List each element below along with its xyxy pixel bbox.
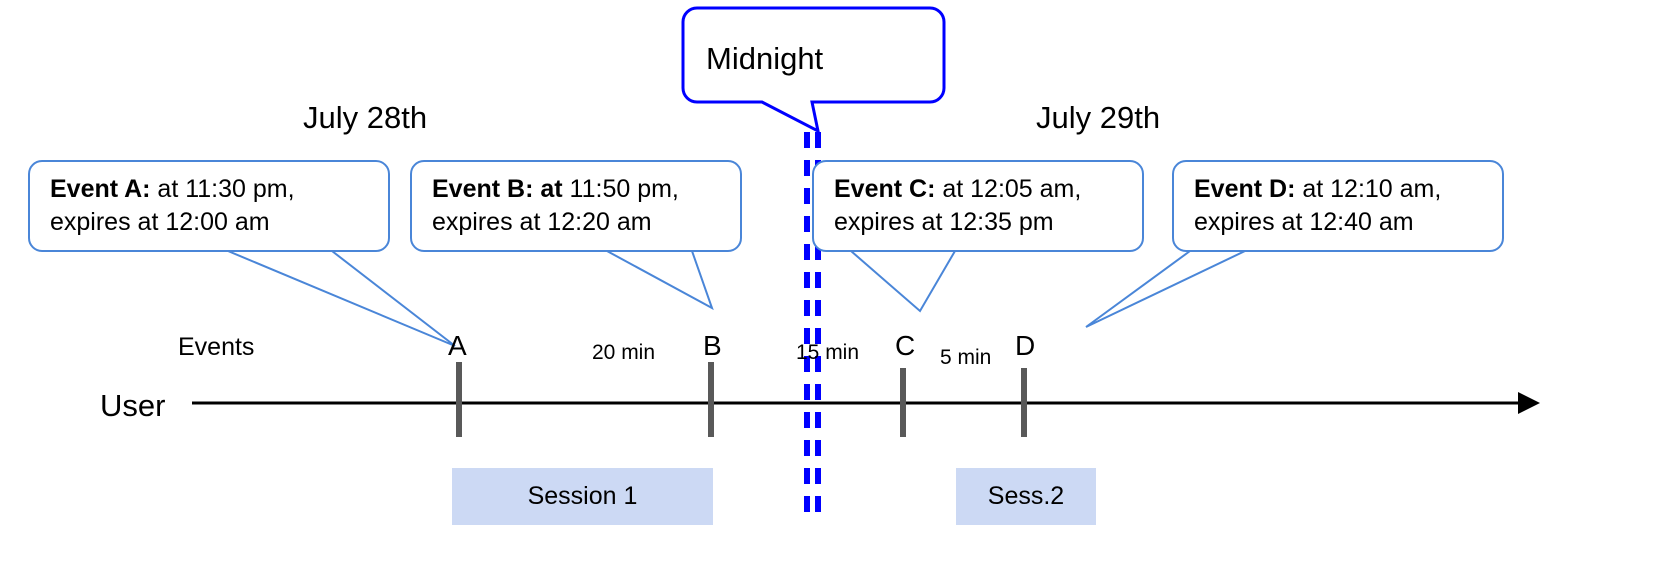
callout-event-c-line2: expires at 12:35 pm [834,208,1054,236]
callout-event-b-name-tail: at [533,175,563,203]
axis-arrowhead-icon [1518,392,1540,414]
events-row-label: Events [178,333,255,361]
session-box-2[interactable]: Sess.2 [956,468,1096,525]
callout-event-d-line2: expires at 12:40 am [1194,208,1414,236]
callout-event-d[interactable]: Event D: at 12:10 am, expires at 12:40 a… [1172,160,1504,252]
marker-label-a: A [448,330,467,361]
callout-event-a-name: Event A: [50,175,151,203]
callout-event-b-line2: expires at 12:20 am [432,208,652,236]
leader-line-event-a [227,250,456,347]
session-box-1[interactable]: Session 1 [452,468,713,525]
callout-event-b-line1: 11:50 pm, [562,175,679,203]
callout-event-c-text: Event C: at 12:05 am, expires at 12:35 p… [834,173,1081,239]
callout-event-c[interactable]: Event C: at 12:05 am, expires at 12:35 p… [812,160,1144,252]
callout-event-b[interactable]: Event B: at 11:50 pm, expires at 12:20 a… [410,160,742,252]
callout-event-a[interactable]: Event A: at 11:30 pm, expires at 12:00 a… [28,160,390,252]
session-box-2-label: Sess.2 [987,482,1065,510]
marker-label-d: D [1015,330,1036,361]
callout-event-a-text: Event A: at 11:30 pm, expires at 12:00 a… [50,173,295,239]
callout-event-d-text: Event D: at 12:10 am, expires at 12:40 a… [1194,173,1441,239]
callout-event-b-text: Event B: at 11:50 pm, expires at 12:20 a… [432,173,679,239]
interval-label-15min: 15 min [796,341,860,364]
leader-line-event-d [1085,250,1246,328]
axis-name-user: User [100,388,166,423]
callout-event-a-line2: expires at 12:00 am [50,208,270,236]
interval-label-5min: 5 min [940,346,992,369]
marker-label-c: C [895,330,916,361]
midnight-label: Midnight [706,41,824,76]
interval-label-20min: 20 min [592,341,656,364]
leader-line-event-b [606,250,714,311]
callout-event-c-line1: at 12:05 am, [935,175,1082,203]
callout-event-a-line1: at 11:30 pm, [150,175,295,203]
date-label-july-28: July 28th [303,100,428,135]
callout-event-c-name: Event C: [834,175,936,203]
date-label-july-29: July 29th [1036,100,1161,135]
midnight-callout-outline [681,6,946,134]
leader-line-event-c [850,250,956,313]
callout-event-d-line1: at 12:10 am, [1295,175,1442,203]
session-box-1-label: Session 1 [527,482,638,510]
marker-label-b: B [703,330,722,361]
callout-event-d-name: Event D: [1194,175,1296,203]
callout-event-b-name: Event B: [432,175,534,203]
